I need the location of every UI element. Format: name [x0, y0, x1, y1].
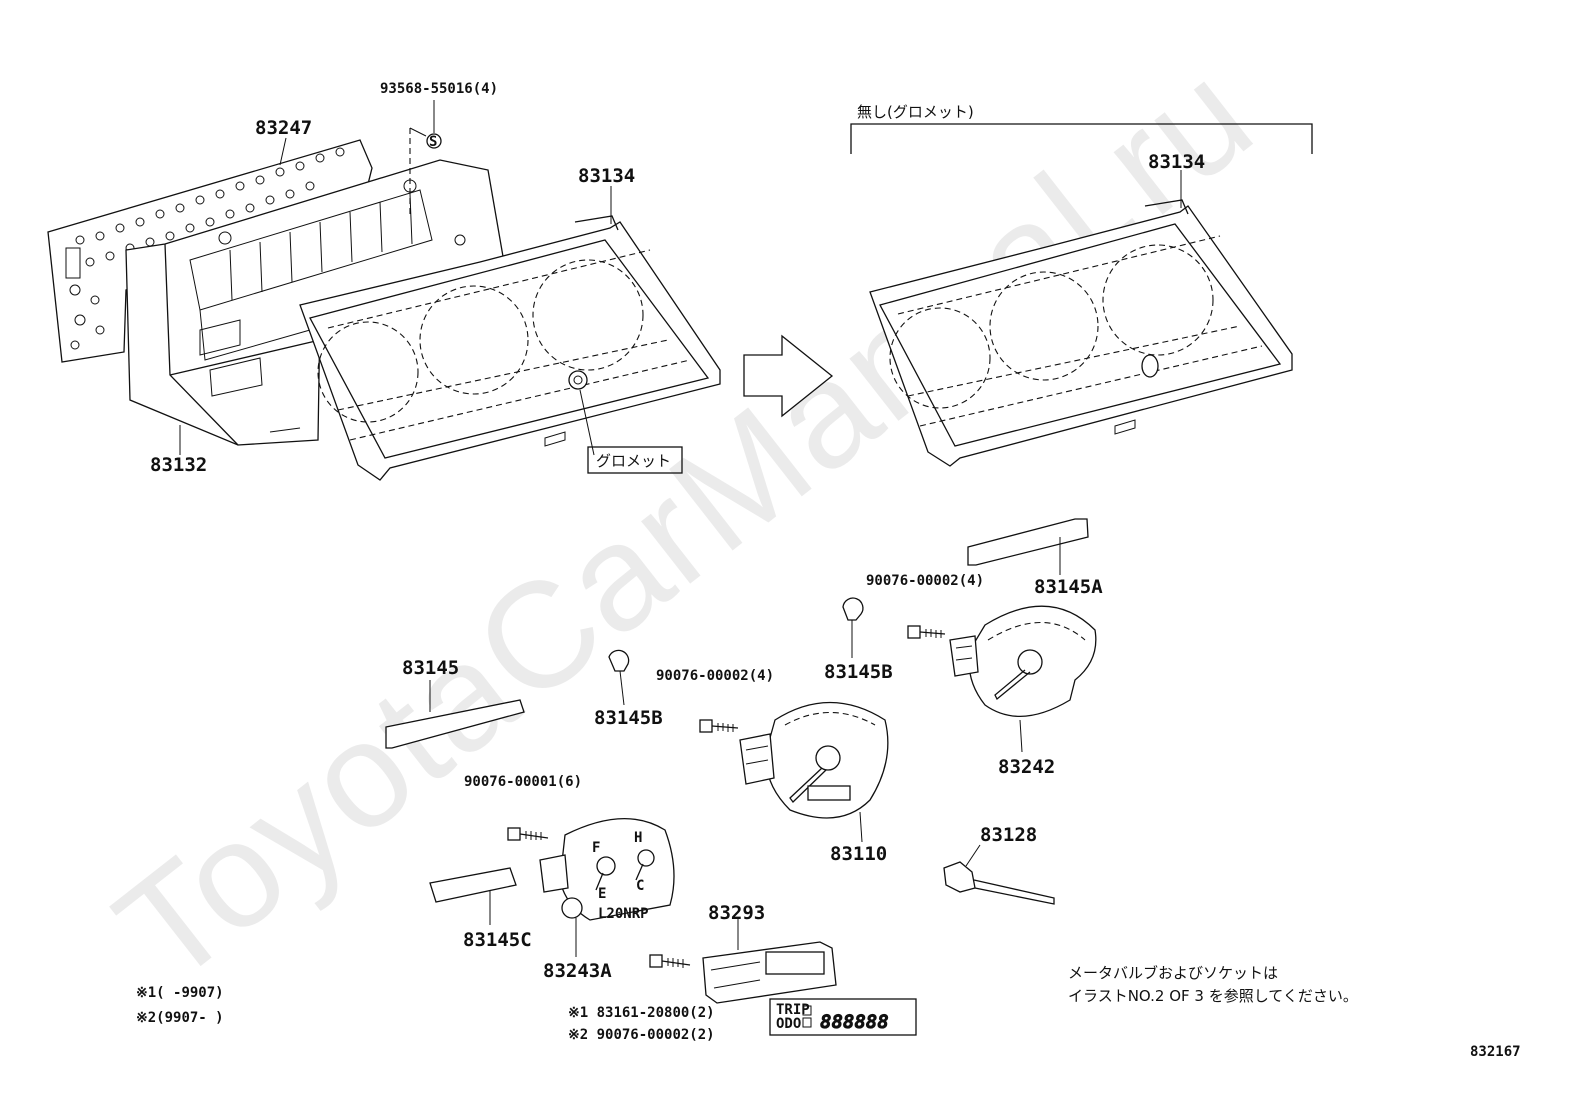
- no-grommet-label: 無し(グロメット): [857, 103, 974, 121]
- label-83110: 83110: [830, 843, 887, 865]
- gauge-83242: [949, 605, 1097, 717]
- bulb-83145B-left: [608, 649, 630, 672]
- note-star1-screw: ※1 83161-20800(2): [568, 1005, 715, 1021]
- label-90076-mid: 90076-00002(4): [656, 668, 774, 684]
- label-83128: 83128: [980, 824, 1037, 846]
- screw-90076-right: [907, 625, 946, 639]
- label-83242: 83242: [998, 756, 1055, 778]
- lens-83145C: [429, 867, 517, 925]
- legend-star1: ※1( -9907): [136, 985, 224, 1001]
- lcd-digits: 888888: [820, 1011, 889, 1033]
- lcd-odo: ODO: [776, 1016, 801, 1032]
- bulb-note-line2: イラストNO.2 OF 3 を参照してください。: [1068, 987, 1358, 1005]
- bulb-83145B-right: [842, 597, 864, 621]
- gauge-temp-H: H: [634, 830, 642, 846]
- label-90076-00001: 90076-00001(6): [464, 774, 582, 790]
- meter-glass-83134-left: [299, 215, 721, 481]
- label-83145: 83145: [402, 657, 459, 679]
- transition-arrow: [743, 334, 834, 418]
- label-93568: 93568-55016(4): [380, 81, 498, 97]
- grommet-label: グロメット: [596, 452, 671, 470]
- strip-83145: [385, 680, 525, 749]
- grommet-callout: グロメット: [587, 446, 683, 474]
- odometer-83293: [702, 941, 837, 1004]
- lcd-trip: TRIP: [776, 1002, 810, 1018]
- gauge-fuel-F: F: [592, 840, 600, 856]
- gauge-code: L20NRP: [598, 906, 649, 922]
- gauge-83110: [739, 701, 889, 819]
- gauge-temp-C: C: [636, 878, 644, 894]
- strip-83145A: [967, 518, 1089, 575]
- label-83293: 83293: [708, 902, 765, 924]
- grommet-part: [568, 370, 588, 390]
- meter-glass-83134-right: [869, 199, 1293, 467]
- label-83145B-right: 83145B: [824, 661, 893, 683]
- gauge-83243A: F E H C L20NRP: [539, 817, 675, 922]
- label-83145C: 83145C: [463, 929, 532, 951]
- label-83243A: 83243A: [543, 960, 612, 982]
- note-star2-screw: ※2 90076-00002(2): [568, 1027, 715, 1043]
- legend-star2: ※2(9907- ): [136, 1010, 224, 1026]
- screw-93568: S: [409, 100, 442, 215]
- socket-83128: [943, 861, 1055, 905]
- screw-mark: S: [429, 134, 437, 150]
- label-83247: 83247: [255, 117, 312, 139]
- gauge-fuel-E: E: [598, 886, 606, 902]
- bulb-note-line1: メータバルブおよびソケットは: [1068, 964, 1278, 982]
- lcd-display-inset: TRIP ODO 888888: [769, 998, 917, 1036]
- label-83145A: 83145A: [1034, 576, 1103, 598]
- label-83134-left: 83134: [578, 165, 635, 187]
- label-83134-right: 83134: [1148, 151, 1205, 173]
- label-83145B-left: 83145B: [594, 707, 663, 729]
- screw-83161: [649, 954, 691, 968]
- screw-90076-00001: [507, 827, 549, 841]
- diagram-id: 832167: [1470, 1044, 1521, 1060]
- label-83132: 83132: [150, 454, 207, 476]
- label-90076-right: 90076-00002(4): [866, 573, 984, 589]
- screw-90076-mid: [699, 719, 739, 733]
- no-grommet-bracket: 無し(グロメット): [850, 103, 1313, 154]
